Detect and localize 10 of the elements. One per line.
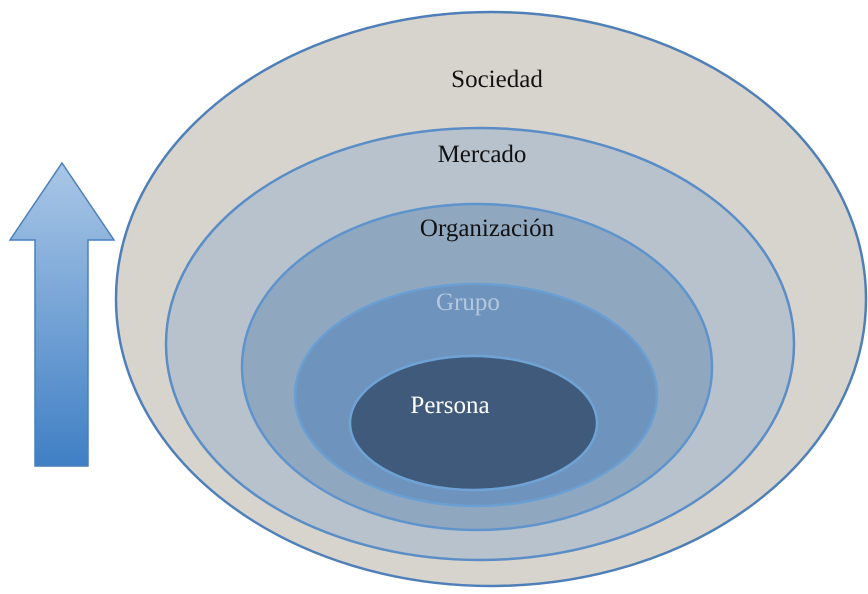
ring-label: Organización [420, 216, 554, 241]
ring-label: Persona [410, 393, 490, 418]
ellipse-band [242, 204, 712, 530]
ellipse-band [295, 284, 657, 506]
ellipse-band [166, 128, 794, 560]
ring-label: Grupo [436, 290, 500, 315]
ring-label: Mercado [438, 142, 526, 167]
ellipse-band [350, 356, 597, 490]
ellipse-band [116, 12, 866, 586]
ring-label: Sociedad [451, 67, 543, 92]
